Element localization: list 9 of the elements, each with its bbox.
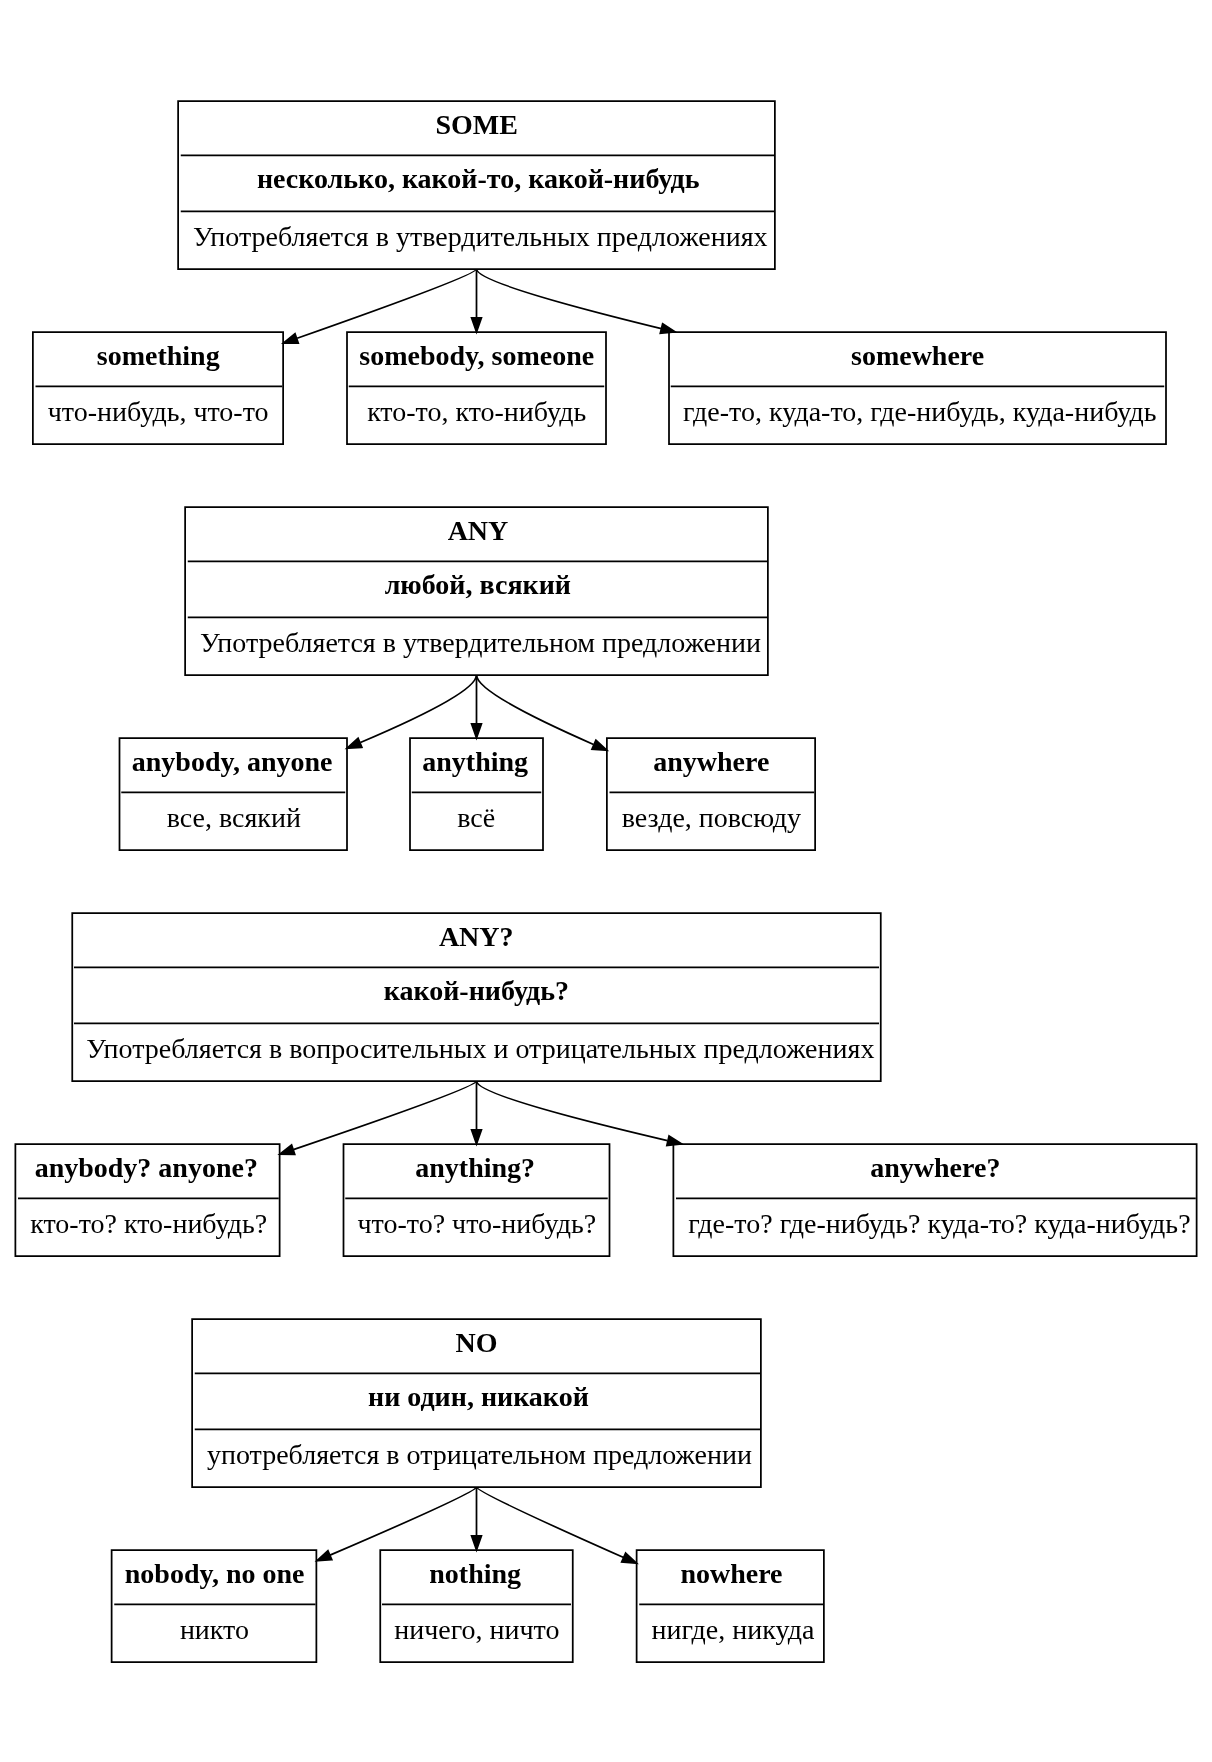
arrow [344,673,478,749]
arrow [314,1485,478,1562]
arrow [277,1079,478,1155]
arrow [475,267,678,334]
arrow [475,1079,685,1147]
arrow [470,1485,483,1553]
arrow [280,267,478,344]
arrow [475,1485,639,1564]
arrow [475,673,610,751]
